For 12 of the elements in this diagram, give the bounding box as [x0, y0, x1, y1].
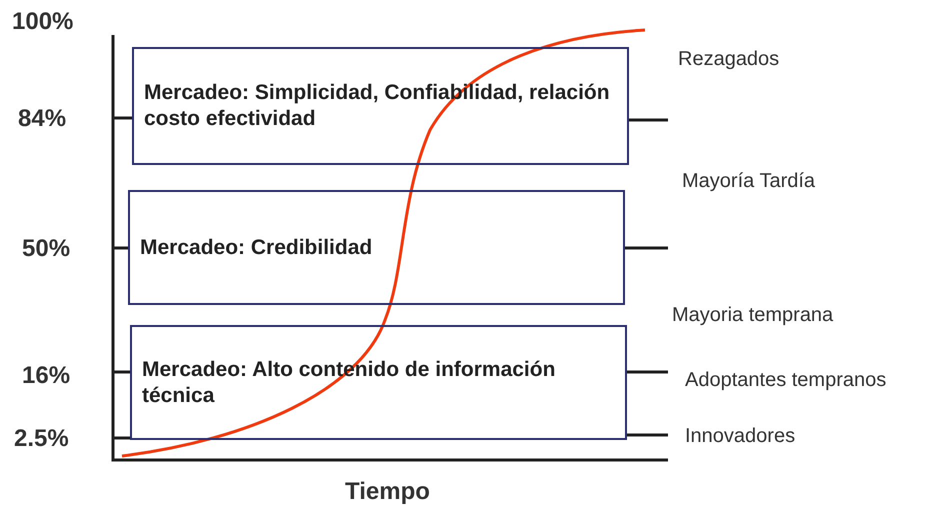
- axis-tick-label: 50%: [22, 235, 70, 263]
- axis-tick-label: 100%: [12, 8, 74, 36]
- axis-tick-label: 2.5%: [14, 425, 69, 453]
- axis-tick-label: 16%: [22, 362, 70, 390]
- category-label: Innovadores: [685, 425, 796, 448]
- category-label: Mayoría Tardía: [682, 170, 816, 193]
- axis-title: Tiempo: [345, 478, 430, 506]
- strategy-box: Mercadeo: Credibilidad: [128, 190, 625, 305]
- category-label: Rezagados: [678, 48, 780, 71]
- category-label: Adoptantes tempranos: [685, 369, 886, 392]
- axis-tick-label: 84%: [18, 105, 66, 133]
- category-label: Mayoria temprana: [672, 304, 834, 327]
